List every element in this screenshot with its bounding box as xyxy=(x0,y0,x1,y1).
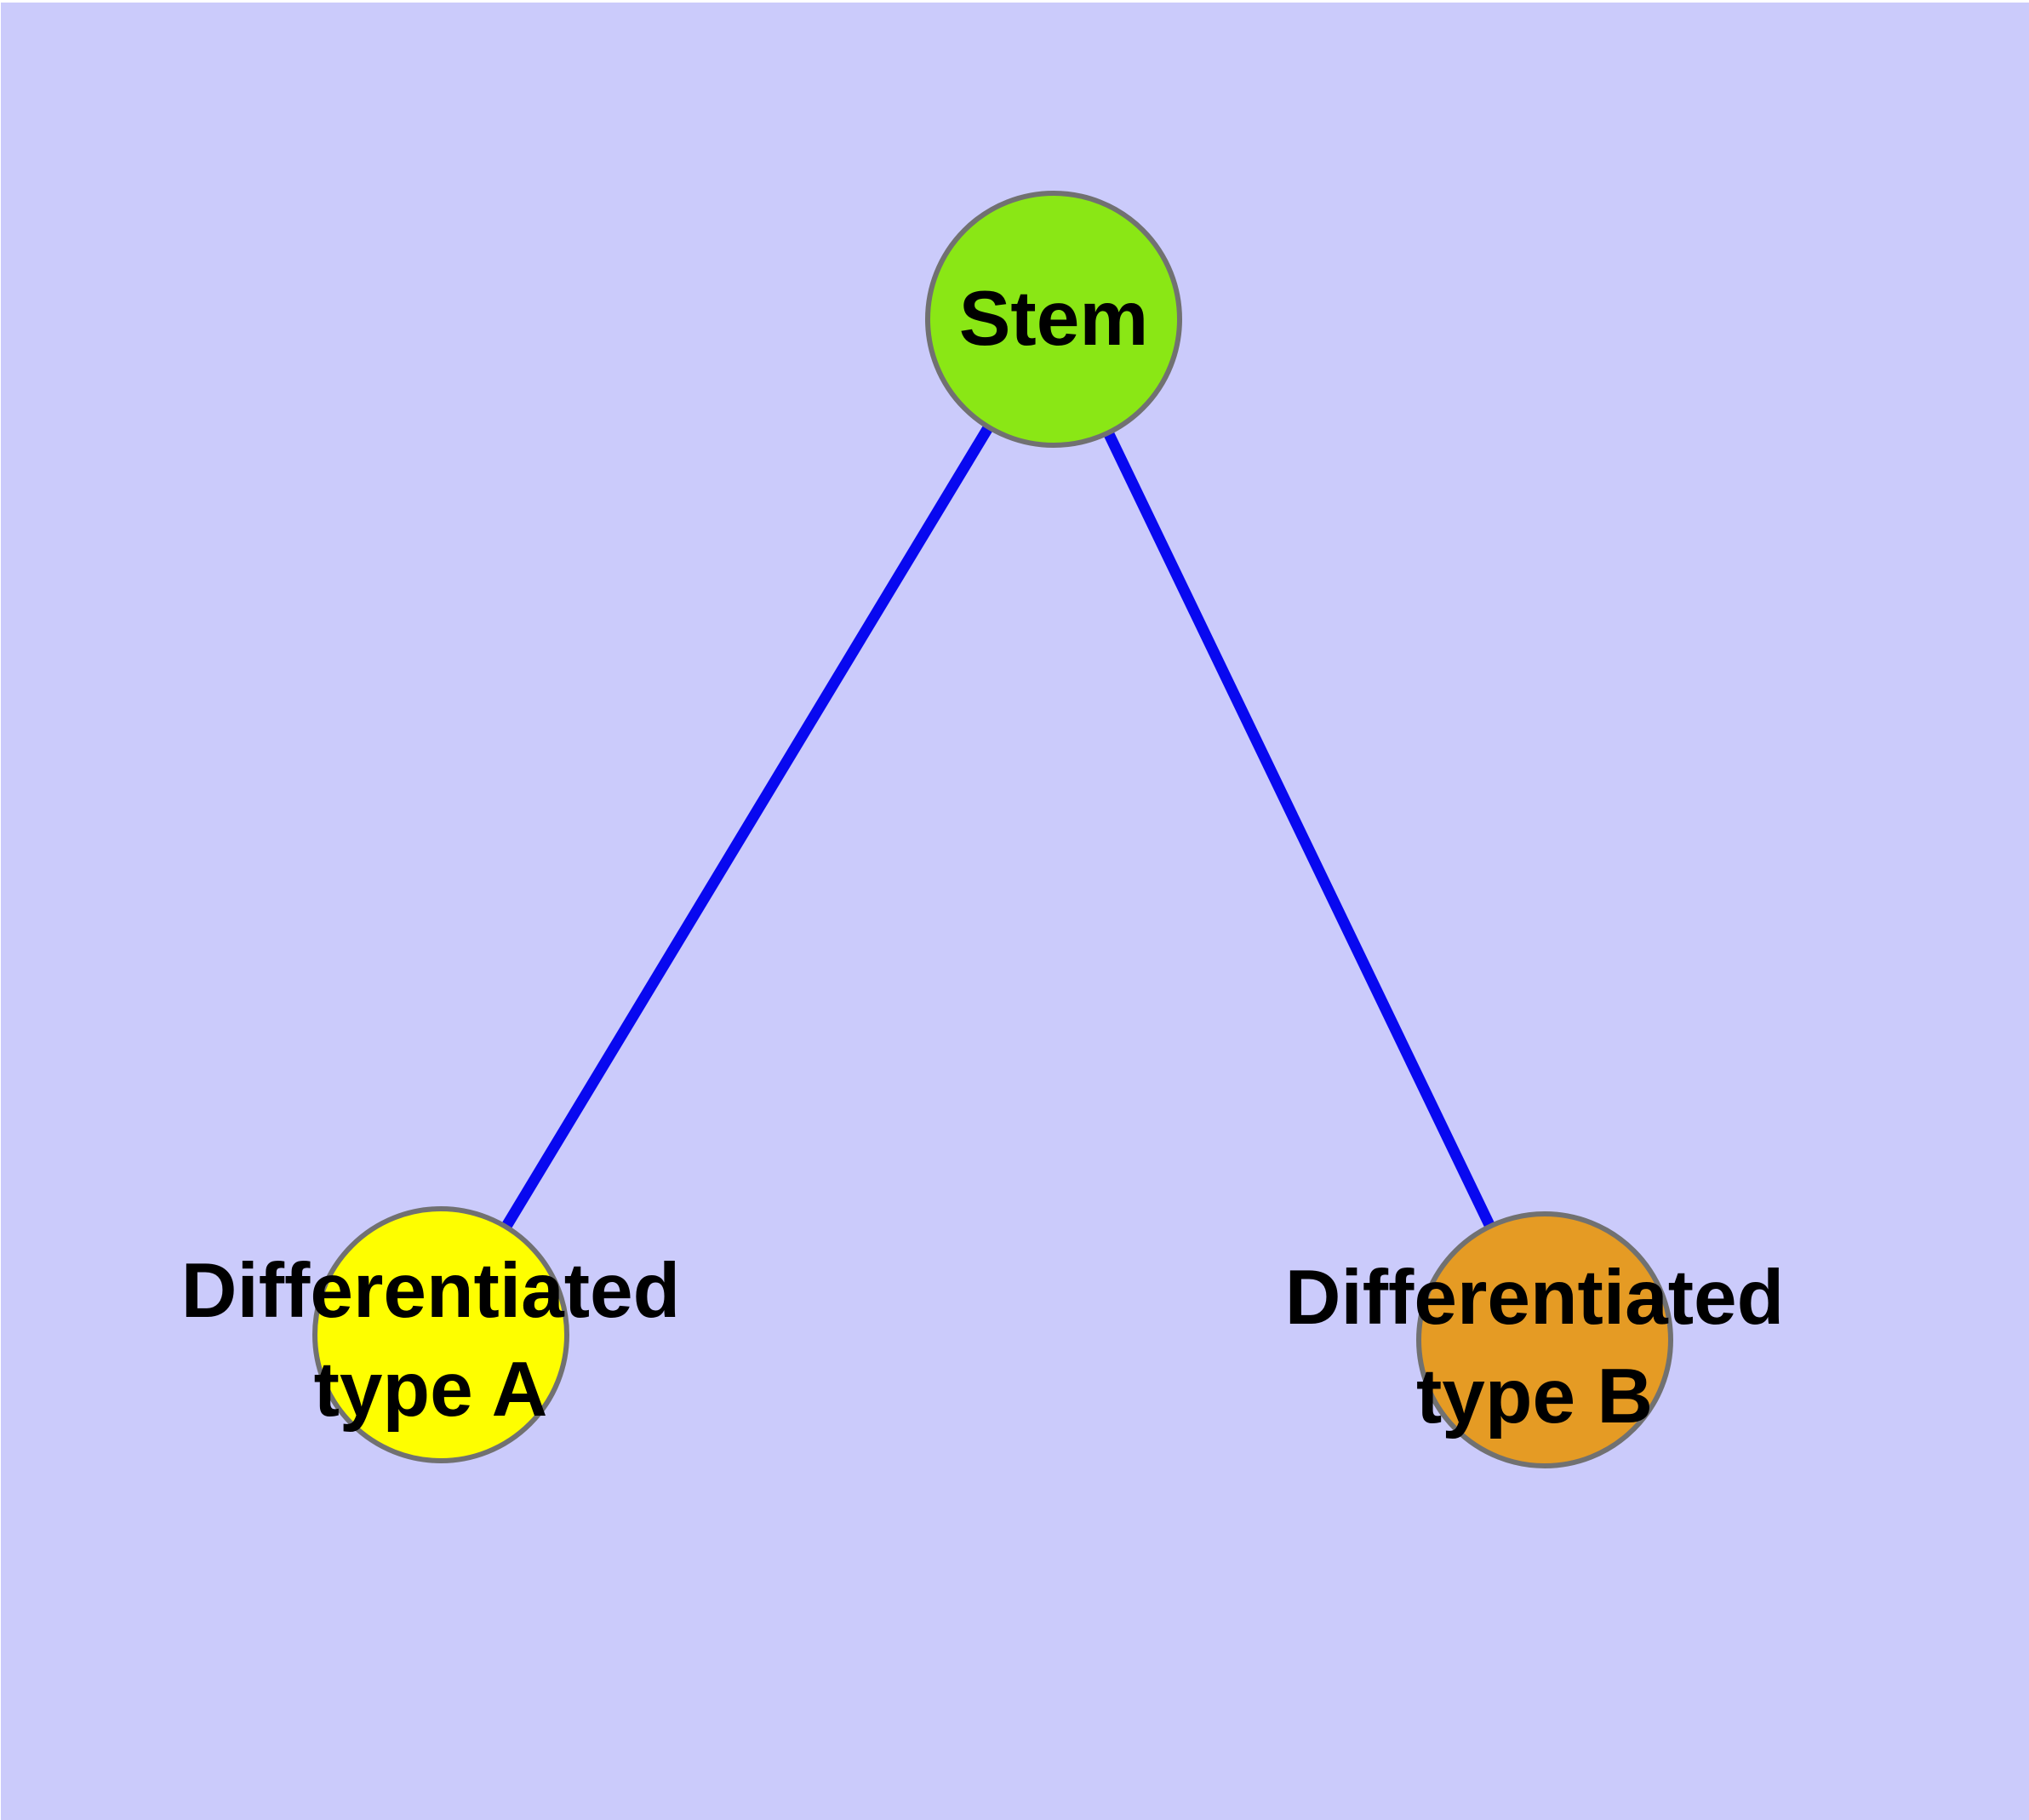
node-type-b-circle xyxy=(1416,1211,1673,1468)
edge-stem-to-type-a xyxy=(436,316,1059,1338)
node-type-a-circle xyxy=(312,1206,569,1463)
node-group xyxy=(312,191,1673,1468)
edge-group xyxy=(436,316,1550,1342)
node-stem-circle xyxy=(925,191,1182,448)
node-type-a-label-line1: Differentiated xyxy=(181,1248,681,1334)
label-group: Stem Differentiated type A Differentiate… xyxy=(181,276,1785,1439)
node-type-a-label-line2: type A xyxy=(314,1347,548,1433)
node-type-b-label-line1: Differentiated xyxy=(1285,1255,1785,1341)
edge-stem-to-type-b xyxy=(1049,317,1550,1342)
node-stem-label: Stem xyxy=(959,276,1149,362)
node-type-b-label-line2: type B xyxy=(1416,1354,1653,1439)
